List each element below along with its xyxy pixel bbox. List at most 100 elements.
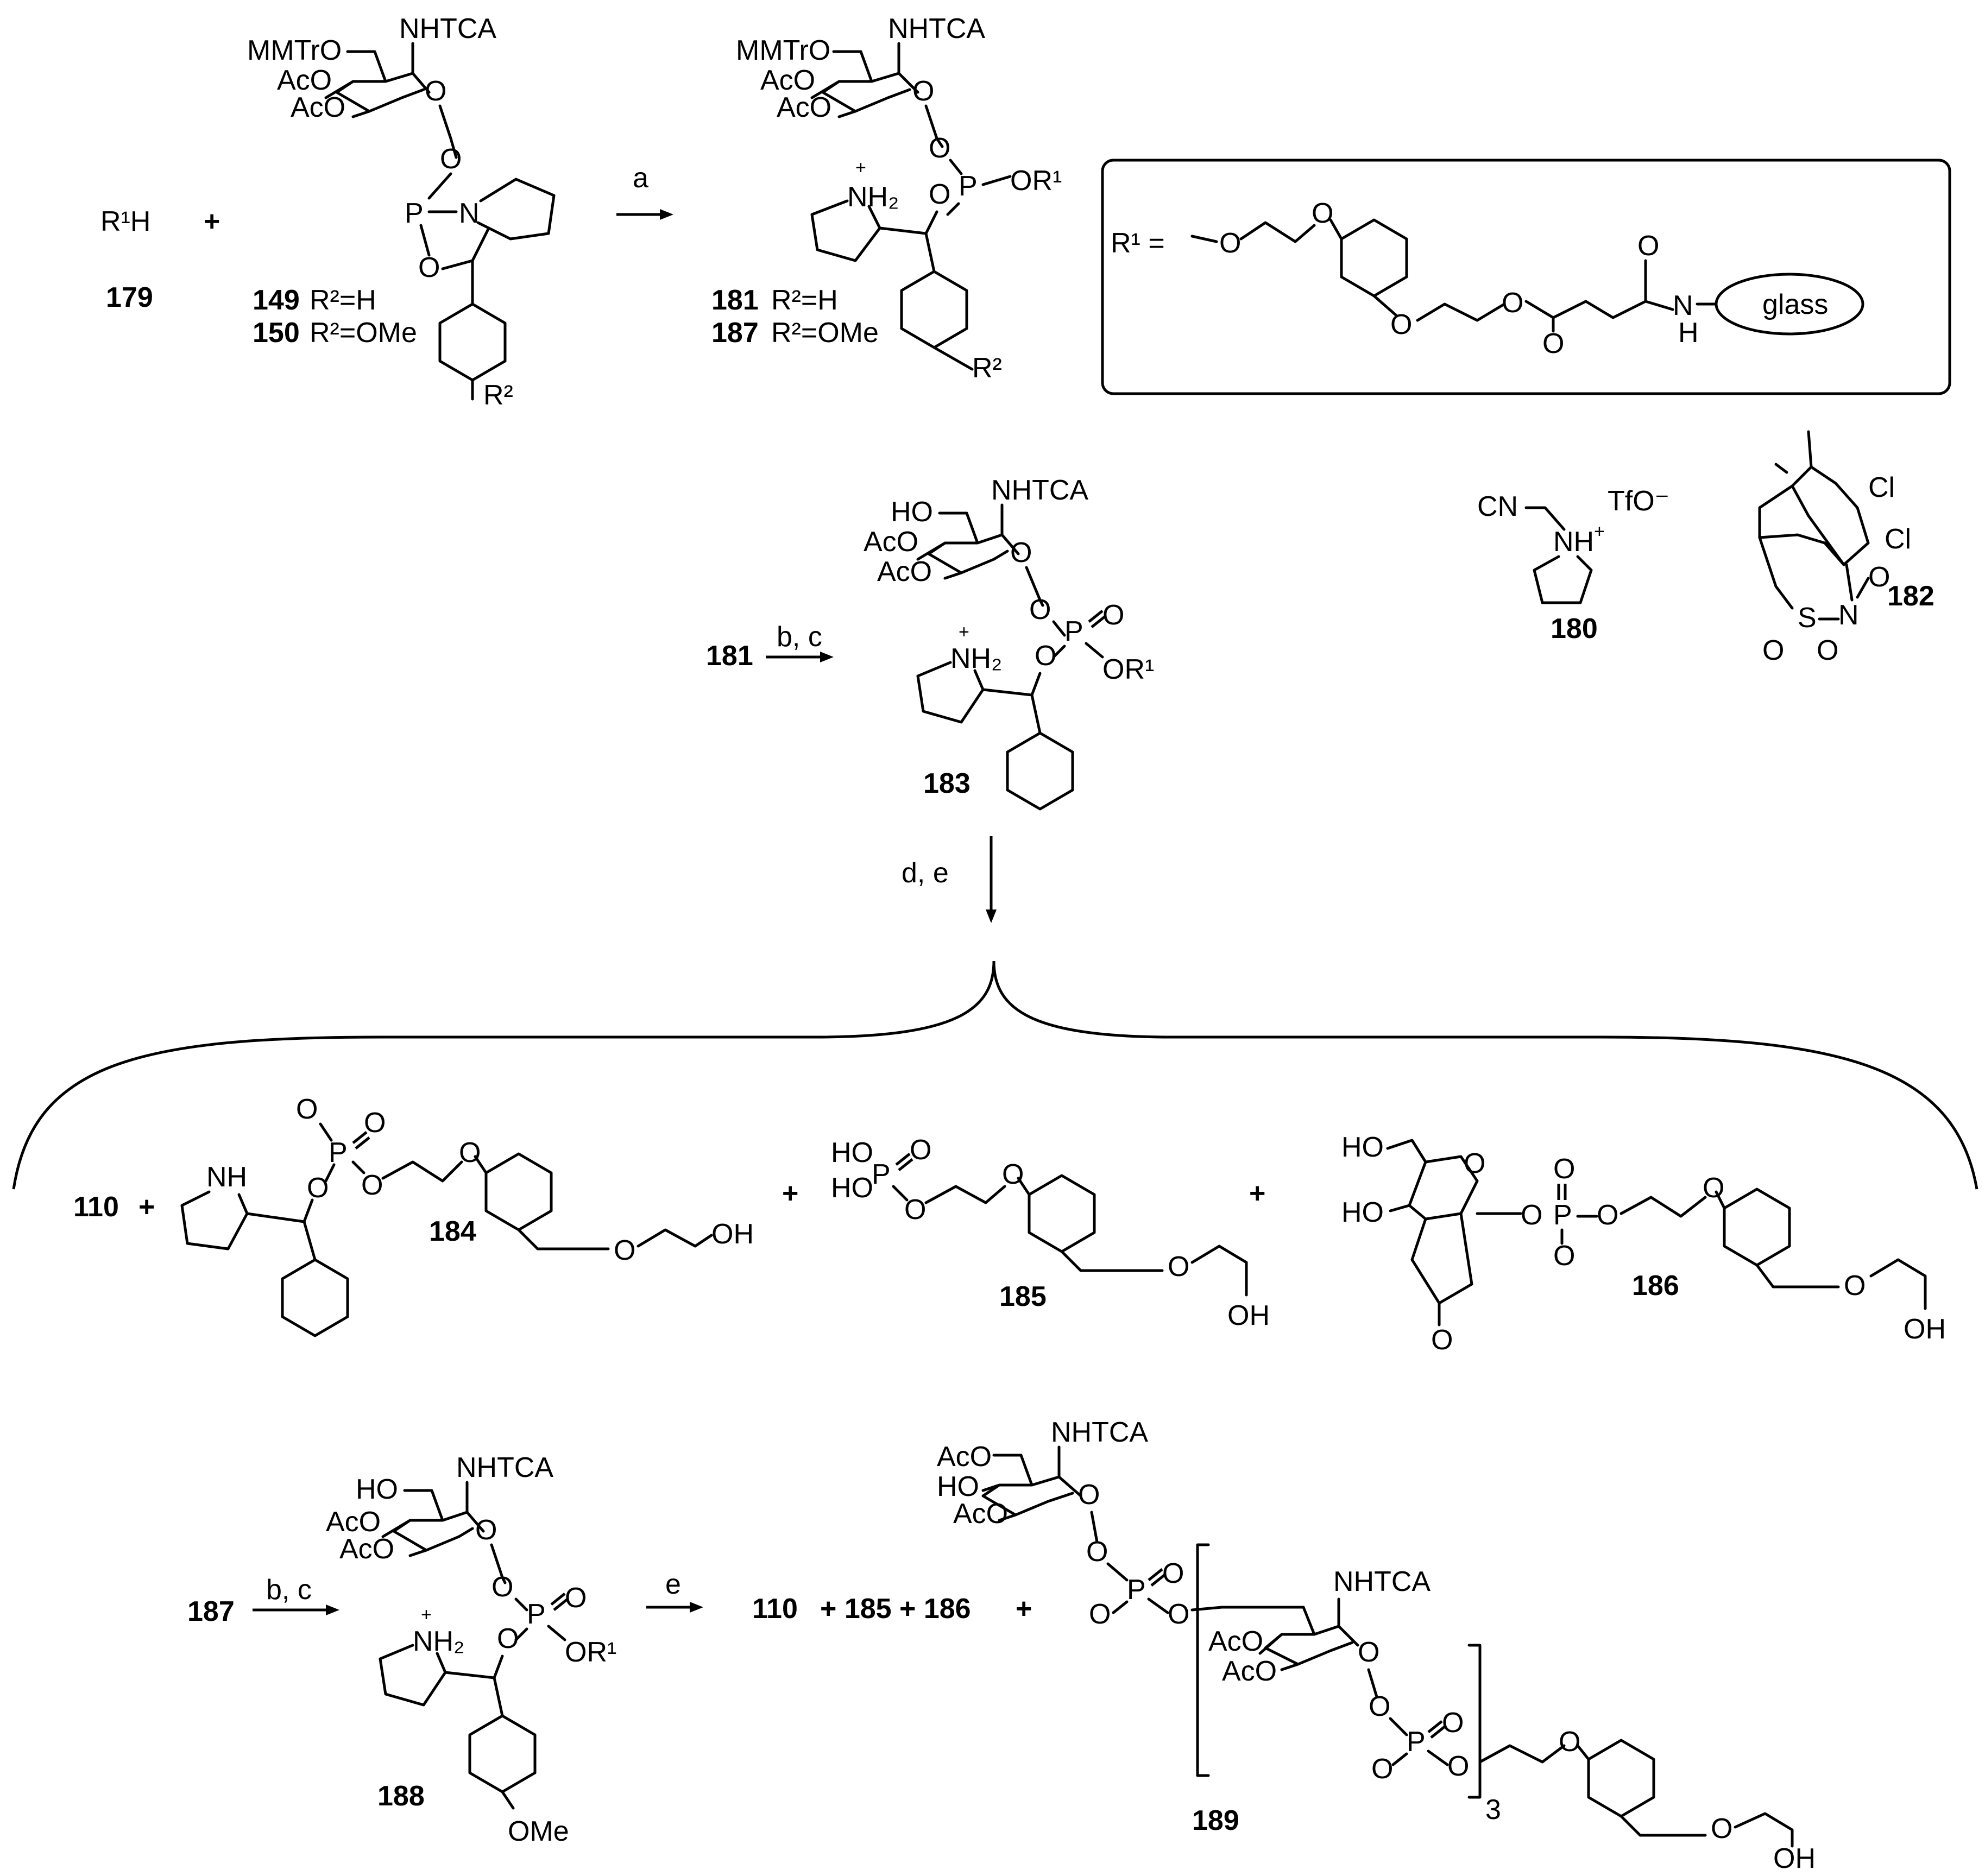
oxaziridine-oxygen: O (1868, 561, 1890, 593)
ring-oxygen: O (475, 1514, 497, 1546)
arrow-a-label: a (633, 162, 648, 194)
r2-h-label: R²=H (310, 285, 376, 316)
r1h-reagent: R¹H (100, 206, 150, 237)
phosphorus-label: P (1064, 616, 1083, 647)
phosphate-anion-oxygen: O (1089, 1599, 1111, 1630)
ester-oxygen: O (1035, 640, 1056, 672)
cl-label-1: Cl (1868, 472, 1895, 503)
pyrrolidine-bonds (180, 1190, 317, 1261)
anomeric-oxygen-2: O (1369, 1691, 1390, 1722)
carbonyl-oxygen: O (1542, 328, 1564, 359)
compound-183-label: 183 (923, 768, 971, 799)
bridging-oxygen-2: O (1447, 1751, 1469, 1782)
ester-oxygen: O (1502, 287, 1523, 319)
ho-label-1: HO (831, 1137, 873, 1168)
p-o-bond-2 (1427, 1749, 1449, 1766)
aryl-ether-oxygen: O (459, 1137, 481, 1168)
ho-label: HO (891, 496, 933, 528)
phosphorus-label: P (1553, 1199, 1572, 1231)
plus-sign: + (1249, 1178, 1265, 1209)
p-o-bond (351, 1160, 366, 1174)
nhtca-label: NHTCA (456, 1452, 553, 1483)
cn-ch2-bond (1524, 506, 1566, 531)
nh2-label: NH₂ (847, 181, 899, 213)
p-o-bond (1052, 645, 1066, 659)
bridging-oxygen: O (1168, 1599, 1189, 1630)
arrow-e-head (690, 1602, 703, 1613)
phenyl-ring (281, 1258, 349, 1337)
mmtro-label: MMTrO (247, 35, 342, 66)
r2-ome-label: R²=OMe (310, 317, 417, 349)
ketone-oxygen: O (1431, 1324, 1453, 1356)
ring-oxygen: O (1078, 1479, 1100, 1511)
terminal-oh: OH (1773, 1843, 1816, 1874)
sulfonyl-oxygen-1: O (1762, 635, 1784, 666)
ring-oxygen: O (1464, 1148, 1485, 1179)
p-o-double-bond (1557, 1184, 1567, 1200)
compound-187-label: 187 (711, 317, 759, 349)
amide-nh: N (1673, 290, 1693, 321)
compound-182-structure: Cl Cl O N S O O (1758, 430, 1911, 666)
compound-186-structure: HO O HO O O P O O O O O OH (1341, 1132, 1946, 1356)
sugar-ring-bonds (324, 42, 458, 159)
glass-label: glass (1762, 289, 1828, 320)
phosphorus-label: P (1127, 1574, 1146, 1606)
compound-149-structure: NHTCA MMTrO AcO AcO O O P N O R² (247, 13, 556, 411)
phosphorus-label: P (959, 170, 978, 202)
aco-label: AcO (877, 556, 932, 588)
aco-label: AcO (953, 1498, 1008, 1530)
ester-oxygen: O (497, 1623, 519, 1654)
ho-label-2: HO (831, 1172, 873, 1204)
compound-184-label: 184 (429, 1216, 476, 1247)
repeat-count: 3 (1485, 1794, 1501, 1826)
arrow-a-head (660, 209, 673, 220)
p-ominus-bond-2 (1391, 1752, 1408, 1766)
sugar-ring-bonds (981, 1445, 1099, 1544)
p-o-bond (892, 1185, 909, 1202)
ester-oxygen: O (929, 179, 950, 210)
compound-150-label: 150 (253, 317, 300, 349)
aco-label: AcO (326, 1506, 381, 1538)
plus-sign: + (204, 206, 220, 237)
pyrrolidine-bonds (419, 178, 556, 257)
glass-support (1715, 273, 1864, 336)
o-p-bond (427, 172, 452, 200)
or1-label: OR¹ (565, 1637, 616, 1668)
r1-definition-box (1101, 159, 1951, 395)
r2-label: R² (483, 380, 513, 411)
nhtca-label: NHTCA (991, 475, 1088, 506)
ring-oxygen-2: O (1358, 1637, 1379, 1668)
pyrrolidine-bonds (810, 199, 938, 273)
nitrogen-label: N (459, 198, 480, 229)
aco-label: AcO (760, 65, 815, 96)
hydroquinone-ring (1576, 1739, 1655, 1837)
aco-label: AcO (277, 65, 332, 96)
compound-179-label: 179 (106, 282, 153, 313)
anisyl-ring (468, 1714, 537, 1810)
aco-label-2: AcO (1208, 1626, 1263, 1657)
aryl-ether-oxygen: O (1002, 1159, 1024, 1190)
linker-chain (1478, 1744, 1566, 1764)
or1-label: OR¹ (1010, 165, 1062, 197)
pyrrolidine-bonds (379, 1644, 504, 1717)
hydroquinone-ring (1017, 1174, 1096, 1272)
sulfonyl-oxygen-2: O (1817, 635, 1838, 666)
camphor-skeleton (1758, 430, 1870, 566)
tfo-label: TfO⁻ (1608, 485, 1669, 517)
linker-chain (1190, 221, 1316, 243)
phosphoryl-oxygen-2: O (1442, 1707, 1464, 1739)
nh2-label: NH₂ (950, 643, 1002, 674)
nhtca-label: NHTCA (888, 13, 985, 45)
arrow-de-label: d, e (902, 857, 949, 889)
plus-sign: + (1016, 1593, 1032, 1625)
plus-charge: + (1594, 521, 1605, 542)
plus-charge: + (855, 157, 866, 178)
repeat-bracket-left (1196, 1543, 1210, 1777)
ho-label-1: HO (1341, 1132, 1384, 1163)
hydroquinone-ring (1715, 1187, 1791, 1288)
anomeric-oxygen: O (491, 1571, 513, 1603)
ho-label: HO (937, 1471, 979, 1502)
compound-183-structure: NHTCA HO AcO AcO O O P O OR¹ O NH₂ + (864, 475, 1154, 811)
r2-ome-label: R²=OMe (771, 317, 879, 349)
anomeric-oxygen: O (440, 143, 462, 175)
